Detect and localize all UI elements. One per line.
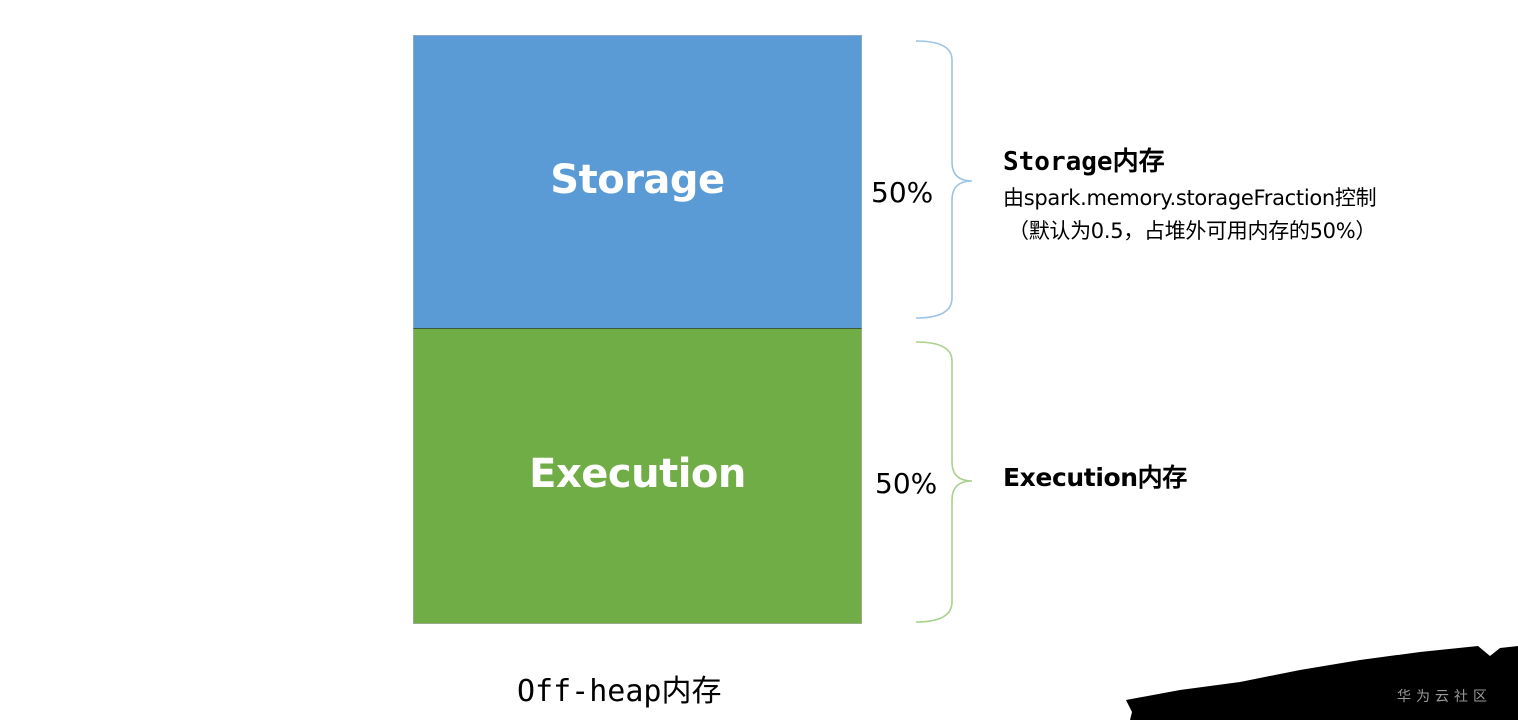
storage-brace xyxy=(915,40,973,319)
execution-memory-title: Execution内存 xyxy=(1003,463,1187,492)
execution-block: Execution xyxy=(413,329,862,624)
off-heap-caption: Off-heap内存 xyxy=(517,674,722,709)
watermark-text: 华为云社区 xyxy=(1397,689,1492,705)
storage-memory-title: Storage内存 xyxy=(1003,147,1165,177)
storage-default-note: （默认为0.5，占堆外可用内存的50%） xyxy=(1008,219,1377,243)
storage-block: Storage xyxy=(413,35,862,329)
execution-block-label: Execution xyxy=(529,451,746,497)
storage-fraction-note: 由spark.memory.storageFraction控制 xyxy=(1003,186,1377,210)
storage-percentage: 50% xyxy=(871,176,934,209)
execution-brace xyxy=(915,341,973,623)
execution-percentage: 50% xyxy=(875,467,938,500)
storage-block-label: Storage xyxy=(550,157,725,203)
